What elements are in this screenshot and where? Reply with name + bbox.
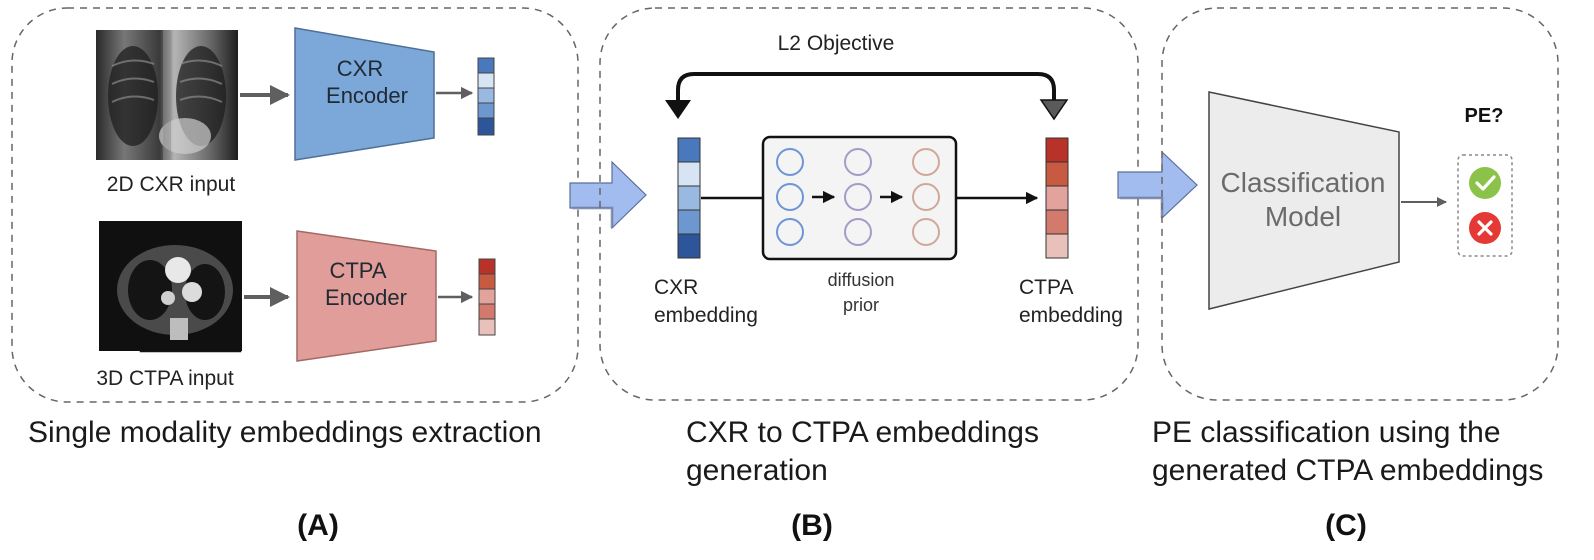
panel-c-caption-line1: PE classification using the — [1152, 416, 1501, 449]
panel-a-letter: (A) — [297, 509, 339, 542]
prior-label-line2: prior — [843, 295, 879, 315]
panel-b-letter: (B) — [791, 509, 833, 542]
classification-model-label-line1: Classification — [1221, 167, 1386, 198]
panel-c-caption-line2: generated CTPA embeddings — [1152, 454, 1543, 487]
cxr-xray-image — [96, 30, 238, 160]
diffusion-nodes-col2 — [844, 148, 872, 246]
panel-c-frame — [1161, 7, 1559, 401]
panel-a-to-b-arrow — [569, 160, 647, 230]
l2-objective-arrow — [676, 72, 1056, 102]
ctpa-embedding-column — [1045, 137, 1069, 259]
panel-b-frame — [599, 7, 1139, 401]
cxr-encoder-label-line2: Encoder — [326, 83, 408, 108]
panel-a-caption: Single modality embeddings extraction — [28, 416, 542, 449]
ctpa-input-label: 3D CTPA input — [96, 367, 234, 390]
classification-model-block — [1208, 91, 1400, 310]
panel-c-letter: (C) — [1325, 509, 1367, 542]
check-icon — [1469, 167, 1501, 199]
prior-label-line1: diffusion — [828, 270, 895, 290]
cxr-embedding-small — [477, 57, 495, 136]
panel-b-caption-line1: CXR to CTPA embeddings — [686, 416, 1039, 449]
ctpa-embedding-label-line1: CTPA — [1019, 276, 1073, 299]
panel-b-caption-line2: generation — [686, 454, 828, 487]
l2-arrow-head-right — [1039, 99, 1069, 121]
panel-a-frame — [11, 7, 579, 403]
ctpa-embedding-small — [478, 258, 496, 336]
cxr-encoder-block — [294, 27, 435, 161]
objective-label: L2 Objective — [778, 32, 895, 55]
ctpa-encoder-block — [296, 230, 437, 362]
diffusion-prior-box — [761, 135, 958, 261]
diffusion-nodes-col3 — [912, 148, 940, 246]
cxr-embedding-label-line2: embedding — [654, 304, 758, 327]
diffusion-nodes-col1 — [776, 148, 804, 246]
prediction-box — [1457, 154, 1513, 257]
pe-question-label: PE? — [1465, 105, 1504, 127]
classification-model-label-line2: Model — [1265, 201, 1341, 232]
cxr-encoder-label-line1: CXR — [337, 56, 383, 81]
cxr-embedding-label-line1: CXR — [654, 276, 698, 299]
ctpa-ct-stack-image — [99, 221, 243, 354]
cxr-input-label: 2D CXR input — [107, 173, 236, 196]
ctpa-encoder-label-line2: Encoder — [325, 285, 407, 310]
l2-arrow-head-left — [665, 100, 691, 119]
cross-icon — [1469, 212, 1501, 244]
ctpa-encoder-label-line1: CTPA — [329, 258, 386, 283]
cxr-embedding-column — [677, 137, 701, 259]
panel-b-to-c-arrow — [1117, 150, 1198, 220]
ctpa-embedding-label-line2: embedding — [1019, 304, 1123, 327]
